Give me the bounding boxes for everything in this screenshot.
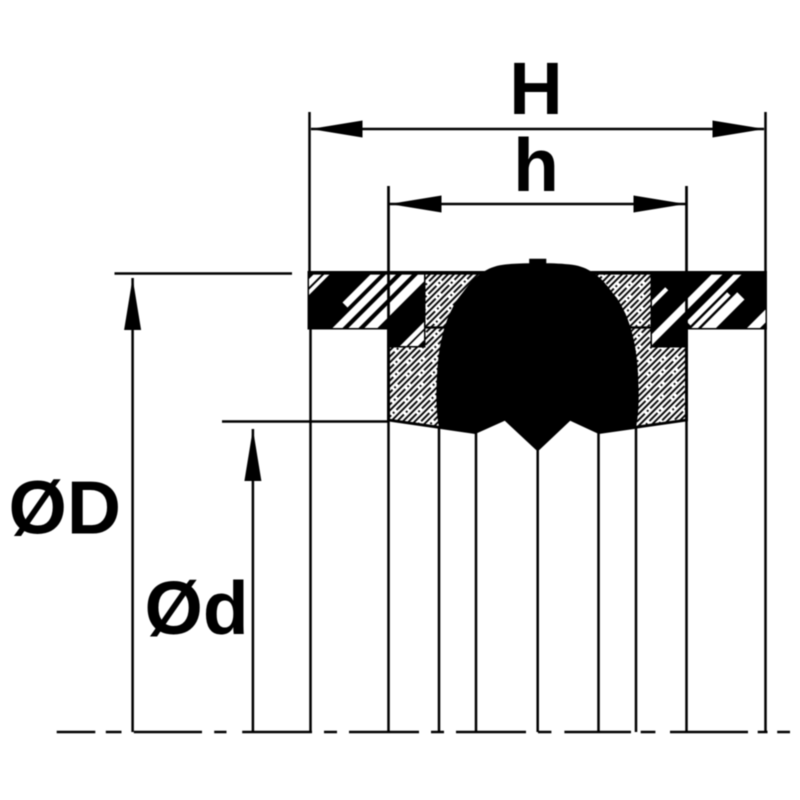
svg-text:Ød: Ød	[145, 566, 249, 650]
svg-text:ØD: ØD	[9, 466, 122, 550]
svg-text:h: h	[513, 123, 559, 207]
svg-text:H: H	[509, 47, 562, 130]
